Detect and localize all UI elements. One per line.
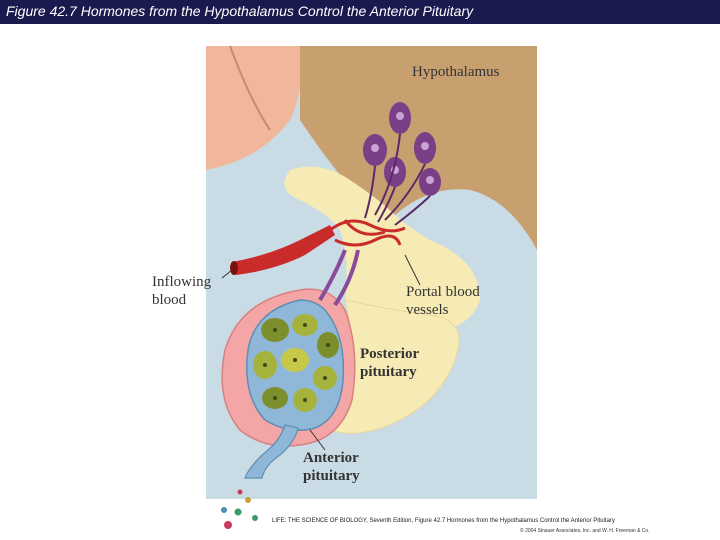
inflowing-leader-line	[221, 269, 233, 279]
copyright-line: © 2004 Sinauer Associates, Inc. and W. H…	[520, 528, 650, 534]
label-hypothalamus: Hypothalamus	[412, 64, 500, 80]
brain-fold	[229, 45, 271, 131]
anterior-cell-clusters	[253, 314, 339, 412]
label-portal-line1: Portal blood	[406, 284, 480, 300]
page-title: Figure 42.7 Hormones from the Hypothalam…	[6, 3, 474, 19]
outflow-vessel	[244, 424, 299, 479]
label-posterior-line1: Posterior	[360, 346, 419, 362]
pituitary-stalk	[284, 166, 480, 330]
brain-tissue	[206, 46, 302, 170]
figure-credit: LIFE: THE SCIENCE OF BIOLOGY, Seventh Ed…	[272, 518, 615, 524]
neurosecretory-neurons	[363, 102, 441, 226]
label-inflowing-line1: Inflowing	[152, 274, 212, 290]
released-hormones	[221, 489, 258, 529]
label-anterior-line2: pituitary	[303, 468, 360, 484]
label-portal-line2: vessels	[406, 302, 449, 318]
label-inflowing-line2: blood	[152, 292, 187, 308]
portal-leader-line	[404, 254, 421, 286]
portal-capillary-network	[329, 219, 406, 247]
label-posterior-line2: pituitary	[360, 364, 417, 380]
anterior-leader-line	[309, 429, 326, 451]
portal-vessels	[318, 249, 360, 307]
inflowing-artery	[232, 225, 335, 275]
artery-opening	[230, 261, 238, 275]
title-bar: Figure 42.7 Hormones from the Hypothalam…	[0, 0, 720, 24]
label-anterior-line1: Anterior	[303, 450, 359, 466]
